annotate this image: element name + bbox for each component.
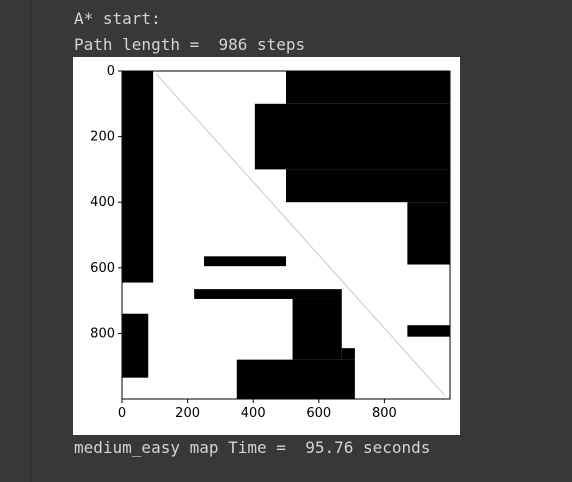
obstacle-12 — [341, 348, 355, 360]
plot-frame — [121, 70, 451, 400]
ticks-layer: 0 200 400 600 800 0 200 400 600 800 — [90, 64, 397, 421]
path-layer — [156, 73, 446, 397]
x-tick-label: 200 — [175, 406, 200, 421]
y-tick-label: 400 — [90, 195, 115, 210]
obstacle-6 — [204, 256, 286, 267]
output-figure: 0 200 400 600 800 0 200 400 600 800 — [73, 57, 460, 435]
obstacle-10 — [122, 313, 149, 378]
map-plot: 0 200 400 600 800 0 200 400 600 800 — [90, 64, 451, 421]
y-tick-label: 200 — [90, 130, 115, 145]
obstacle-4 — [286, 169, 450, 203]
output-line-astar-start: A* start: — [74, 9, 161, 28]
obstacle-9 — [407, 325, 450, 337]
obstacle-5 — [407, 202, 450, 265]
y-tick-label: 0 — [107, 64, 115, 79]
obstacle-11 — [236, 359, 355, 399]
obstacle-1 — [122, 71, 154, 283]
obstacle-7 — [194, 289, 342, 299]
astar-path-line — [156, 73, 446, 397]
x-tick-label: 0 — [118, 406, 126, 421]
output-line-timing: medium_easy map Time = 95.76 seconds — [74, 438, 431, 457]
obstacle-2 — [286, 71, 450, 104]
output-line-path-length: Path length = 986 steps — [74, 35, 306, 54]
obstacle-3 — [254, 103, 450, 170]
x-tick-label: 400 — [241, 406, 266, 421]
y-tick-label: 800 — [90, 326, 115, 341]
y-tick-label: 600 — [90, 261, 115, 276]
obstacle-8 — [292, 298, 342, 360]
cell-gutter-divider — [30, 0, 31, 482]
obstacles-layer — [122, 71, 450, 399]
x-tick-label: 600 — [306, 406, 331, 421]
x-tick-label: 800 — [372, 406, 397, 421]
